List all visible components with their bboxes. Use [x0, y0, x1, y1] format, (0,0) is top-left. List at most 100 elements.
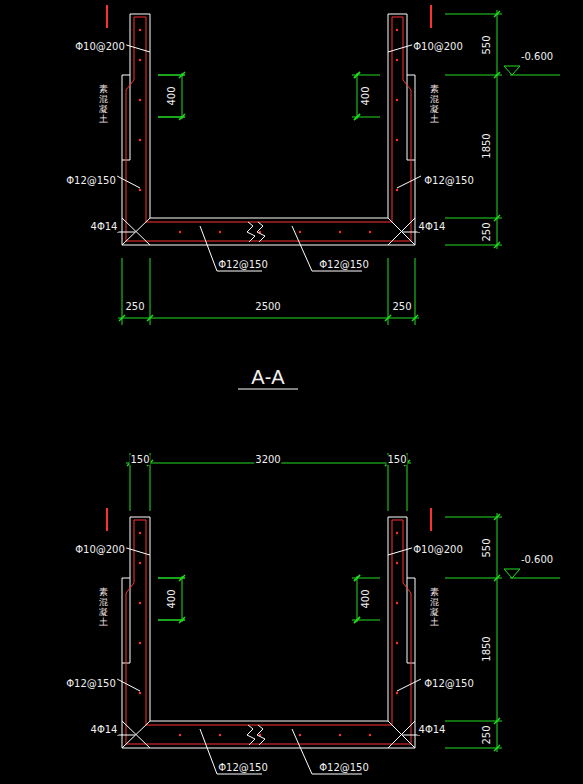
- dimension-text: 550: [482, 537, 492, 558]
- rebar-label: Φ12@150: [217, 763, 269, 773]
- material-label: 素混凝土: [429, 85, 440, 125]
- rebar-dot: [139, 189, 141, 191]
- elevation-text: -0.600: [520, 52, 554, 62]
- extension-line: [445, 14, 502, 15]
- dimension-text: 400: [167, 588, 177, 609]
- extension-line: [415, 258, 416, 325]
- rebar-label: Φ12@150: [318, 763, 370, 773]
- concrete-outline: [122, 517, 415, 748]
- rebar-dot: [299, 734, 301, 736]
- leader-line: [388, 547, 415, 555]
- dimension-text: 250: [482, 724, 492, 745]
- break-symbol: [247, 222, 255, 242]
- dimension-line: [497, 513, 498, 752]
- dimension-line: [497, 10, 498, 249]
- dimension-line: [182, 576, 183, 622]
- cut-mark: [430, 508, 432, 531]
- extension-line: [158, 75, 185, 76]
- rebar-label: Φ12@150: [423, 679, 475, 689]
- rebar-label: Φ10@200: [412, 42, 464, 52]
- dimension-text: 150: [129, 455, 150, 465]
- extension-line: [445, 218, 502, 219]
- rebar-dot: [369, 231, 371, 233]
- rebar-label: Φ10@200: [74, 545, 126, 555]
- leader-line: [117, 176, 140, 188]
- channel-section: [107, 5, 560, 325]
- dimension-tick: [354, 72, 360, 78]
- rebar-dot: [139, 59, 141, 61]
- dimension-line: [357, 73, 358, 119]
- elevation-triangle: [504, 569, 520, 578]
- leader-line: [388, 44, 415, 52]
- material-label: 素混凝土: [429, 588, 440, 628]
- elevation-line: [510, 578, 560, 579]
- rebar-dot: [396, 532, 398, 534]
- rebar-label: Φ10@200: [412, 545, 464, 555]
- rebar-dot: [299, 231, 301, 233]
- extension-line: [445, 517, 502, 518]
- rebar: [146, 520, 392, 725]
- rebar: [392, 520, 403, 521]
- rebar-dot: [396, 692, 398, 694]
- rebar-dot: [139, 692, 141, 694]
- rebar-dot: [396, 562, 398, 564]
- rebar-dot: [339, 734, 341, 736]
- material-label: 素混凝土: [98, 85, 109, 125]
- extension-line: [158, 620, 185, 621]
- rebar-dot: [179, 734, 181, 736]
- rebar-dot: [396, 29, 398, 31]
- rebar-dot: [219, 231, 221, 233]
- extension-line: [445, 748, 502, 749]
- section-title: A-A: [250, 367, 285, 387]
- extension-line: [445, 578, 502, 579]
- rebar-dot: [139, 642, 141, 644]
- extension-line: [150, 258, 151, 325]
- rebar-dot: [396, 602, 398, 604]
- dimension-text: 250: [482, 221, 492, 242]
- rebar-dot: [139, 562, 141, 564]
- rebar-dot: [139, 532, 141, 534]
- leader-line: [117, 735, 135, 736]
- dimension-text: 2500: [254, 302, 281, 312]
- rebar-dot: [396, 59, 398, 61]
- cut-mark: [106, 508, 108, 531]
- dimension-line: [357, 576, 358, 622]
- dimension-text: 400: [361, 85, 371, 106]
- rebar-label: 4Φ14: [90, 725, 119, 735]
- rebar-dot: [139, 139, 141, 141]
- concrete-outline: [122, 14, 415, 245]
- rebar-dot: [179, 231, 181, 233]
- rebar: [126, 520, 411, 744]
- rebar-dot: [219, 734, 221, 736]
- rebar-dot: [396, 139, 398, 141]
- rebar-dot: [396, 189, 398, 191]
- material-label: 素混凝土: [98, 588, 109, 628]
- elevation-line: [510, 75, 560, 76]
- elevation-triangle: [504, 66, 520, 75]
- dimension-line: [182, 73, 183, 119]
- rebar-label: 4Φ14: [90, 222, 119, 232]
- extension-line: [122, 258, 123, 325]
- dimension-tick: [354, 617, 360, 623]
- rebar: [126, 17, 411, 241]
- leader-line: [117, 679, 140, 691]
- leader-line: [123, 547, 150, 555]
- rebar-label: Φ12@150: [318, 260, 370, 270]
- dimension-text: 550: [482, 34, 492, 55]
- rebar-label: Φ12@150: [65, 176, 117, 186]
- extension-line: [158, 578, 185, 579]
- cut-mark: [430, 5, 432, 28]
- dimension-text: 400: [361, 588, 371, 609]
- leader-line: [117, 232, 135, 233]
- dimension-text: 3200: [254, 455, 281, 465]
- extension-line: [158, 117, 185, 118]
- rebar-dot: [396, 99, 398, 101]
- rebar-label: Φ12@150: [217, 260, 269, 270]
- rebar: [134, 17, 146, 18]
- leader-line: [397, 176, 421, 188]
- extension-line: [158, 620, 185, 621]
- rebar: [146, 17, 392, 222]
- break-symbol: [247, 725, 255, 745]
